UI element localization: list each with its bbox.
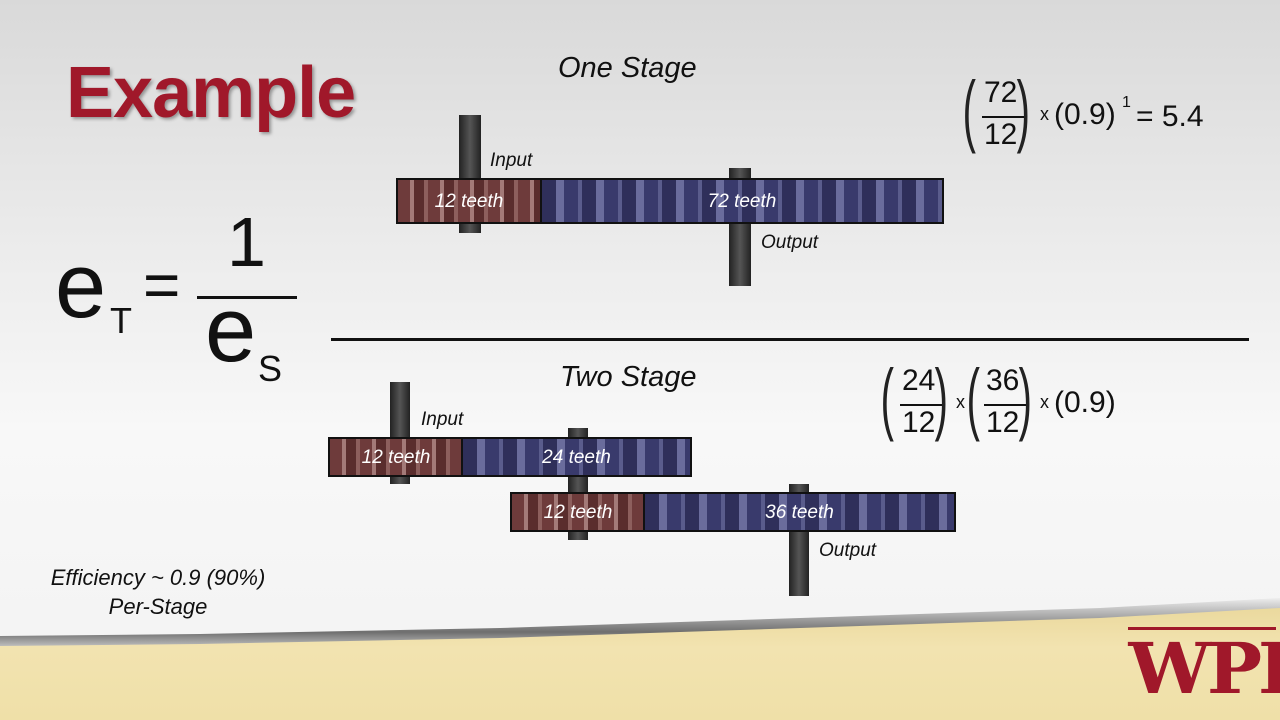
- one-stage-gear-72: 72 teeth: [540, 178, 944, 224]
- one-stage-factor: (0.9): [1054, 98, 1116, 131]
- eq-lhs: e: [55, 235, 107, 337]
- eq-fraction-line: [197, 296, 297, 299]
- eq-denominator-sub: S: [258, 348, 283, 389]
- two-stage-title: Two Stage: [560, 361, 697, 393]
- one-stage-formula: ( 72 12 ) x (0.9) 1 = 5.4: [962, 65, 1204, 154]
- one-stage-den: 12: [984, 118, 1018, 151]
- one-stage-gear-12: 12 teeth: [396, 178, 542, 224]
- one-stage-result: = 5.4: [1136, 100, 1204, 133]
- one-stage-gear-12-label: 12 teeth: [434, 191, 504, 212]
- efficiency-equation: e T = 1 e S: [55, 200, 315, 400]
- eq-numerator: 1: [227, 203, 266, 281]
- two-stage-den1: 12: [902, 406, 936, 439]
- one-stage-frac-line: [982, 116, 1024, 118]
- two-stage-formula: ( 24 12 ) x ( 36 12 ) x (0.9): [880, 353, 1116, 442]
- two-stage-gear2-label: 24 teeth: [542, 447, 611, 468]
- one-stage-gear-72-label: 72 teeth: [707, 191, 777, 212]
- efficiency-note-line1: Efficiency ~ 0.9 (90%): [50, 565, 266, 590]
- one-stage-num: 72: [984, 76, 1018, 109]
- two-stage-factor: (0.9): [1054, 386, 1116, 419]
- eq-lhs-sub: T: [110, 300, 132, 341]
- two-stage-gear-36: 36 teeth: [643, 492, 956, 532]
- two-stage-gear-12-b: 12 teeth: [510, 492, 646, 532]
- one-stage-exponent: 1: [1122, 94, 1131, 111]
- efficiency-note-line2: Per-Stage: [108, 594, 208, 619]
- efficiency-note: Efficiency ~ 0.9 (90%) Per-Stage: [30, 563, 286, 621]
- two-stage-gear3-label: 12 teeth: [543, 502, 613, 523]
- wpi-logo-bar: [1128, 627, 1276, 630]
- two-stage-gear-24: 24 teeth: [461, 437, 692, 477]
- two-stage-num2: 36: [986, 364, 1020, 397]
- two-stage-times-1: x: [956, 392, 965, 412]
- eq-denominator: e: [205, 279, 257, 381]
- two-stage-input-label: Input: [421, 409, 464, 430]
- eq-equals: =: [143, 249, 181, 321]
- stage-divider: [331, 338, 1249, 341]
- two-stage-gear-12-a: 12 teeth: [328, 437, 464, 477]
- two-stage-num1: 24: [902, 364, 936, 397]
- one-stage-output-label: Output: [761, 232, 819, 253]
- wpi-logo: WPI: [1128, 627, 1280, 710]
- two-stage-frac-line-2: [984, 404, 1026, 406]
- one-stage-input-label: Input: [490, 150, 533, 171]
- two-stage-times-2: x: [1040, 392, 1049, 412]
- one-stage-title: One Stage: [558, 52, 697, 84]
- two-stage-frac-line-1: [900, 404, 942, 406]
- two-stage-den2: 12: [986, 406, 1020, 439]
- slide-title: Example: [66, 53, 356, 133]
- two-stage-gear1-label: 12 teeth: [361, 447, 431, 468]
- two-stage-output-label: Output: [819, 540, 877, 561]
- two-stage-gear4-label: 36 teeth: [765, 502, 834, 523]
- one-stage-times: x: [1040, 104, 1049, 124]
